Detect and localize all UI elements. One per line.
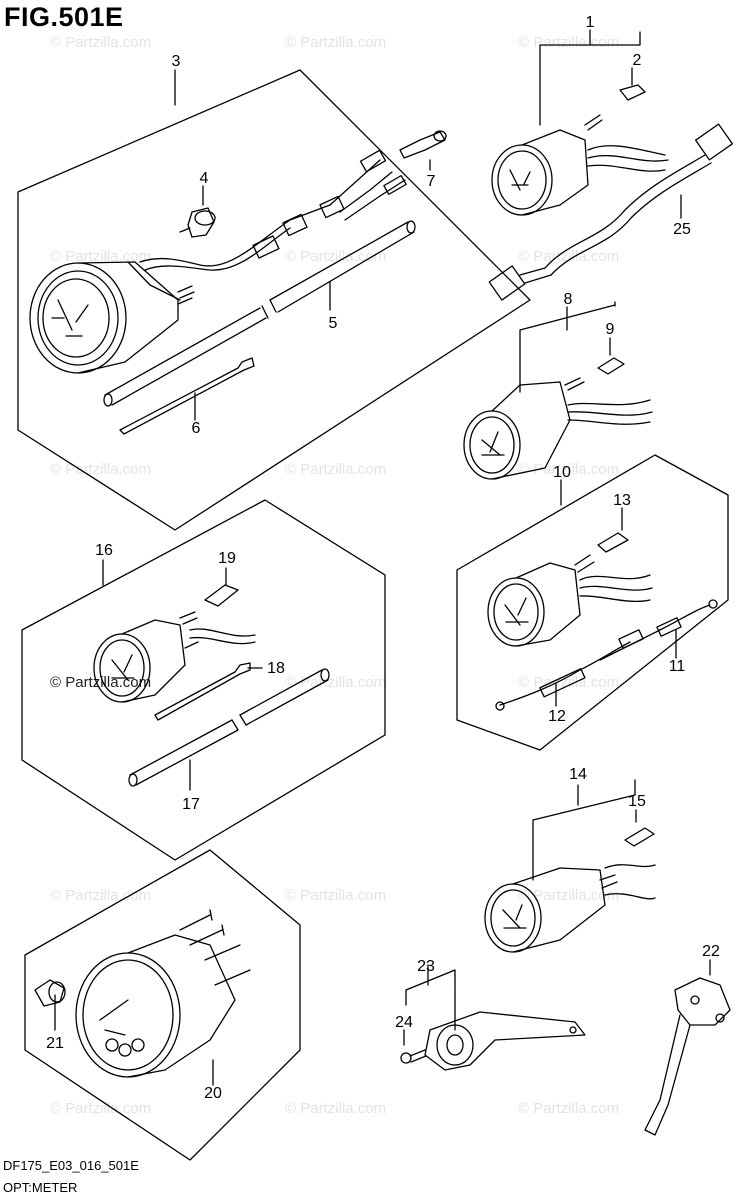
callout-5: 5 (329, 315, 338, 332)
figure-code: DF175_E03_016_501E (3, 1158, 139, 1173)
watermark: © Partzilla.com (285, 34, 387, 51)
group-box-10 (456, 454, 729, 751)
callout-24: 24 (395, 1014, 413, 1031)
callout-2: 2 (633, 52, 642, 69)
watermark: © Partzilla.com (285, 461, 387, 478)
cable-tie-6 (119, 357, 255, 435)
group-box-3 (17, 69, 531, 531)
callout-7: 7 (427, 173, 436, 190)
watermark: © Partzilla.com (518, 1100, 620, 1117)
watermark: © Partzilla.com (50, 1100, 152, 1117)
watermark: © Partzilla.com (50, 248, 152, 265)
callout-25: 25 (673, 221, 691, 238)
callout-6: 6 (192, 420, 201, 437)
watermark: © Partzilla.com (50, 887, 152, 904)
callout-4: 4 (200, 170, 209, 187)
harness-25 (488, 123, 734, 301)
wire-11 (599, 599, 718, 661)
callout-18: 18 (267, 660, 285, 677)
callout-9: 9 (606, 321, 615, 338)
watermark: © Partzilla.com (518, 248, 620, 265)
bracket-14 (532, 779, 636, 881)
watermark: © Partzilla.com (285, 887, 387, 904)
watermark: © Partzilla.com (285, 674, 387, 691)
callout-17: 17 (182, 796, 200, 813)
mount-23 (424, 1011, 586, 1071)
watermark: © Partzilla.com (285, 1100, 387, 1117)
bulb-4 (179, 207, 216, 238)
callout-13: 13 (613, 492, 631, 509)
bracket-23 (405, 969, 456, 1031)
tube-5 (103, 220, 416, 407)
watermark: © Partzilla.com (518, 461, 620, 478)
callout-15: 15 (628, 793, 646, 810)
meter-8 (463, 357, 653, 480)
figure-name: OPT:METER (3, 1180, 78, 1195)
figure-title: FIG.501E (4, 2, 124, 32)
callout-21: 21 (46, 1035, 64, 1052)
watermark: © Partzilla.com (285, 248, 387, 265)
bulb-21 (34, 979, 66, 1007)
cable-tie-18 (154, 662, 251, 721)
callout-10: 10 (553, 464, 571, 481)
connector-7 (399, 130, 447, 159)
meter-10 (487, 532, 653, 647)
tube-17 (128, 668, 330, 787)
watermark: © Partzilla.com (50, 34, 152, 51)
callout-16: 16 (95, 542, 113, 559)
screw-24 (400, 1049, 427, 1064)
callout-3: 3 (172, 53, 181, 70)
meter-16 (93, 584, 256, 703)
wire-12 (495, 629, 644, 711)
callout-23: 23 (417, 958, 435, 975)
watermark: © Partzilla.com (518, 887, 620, 904)
meter-14 (484, 827, 656, 953)
watermark: © Partzilla.com (50, 461, 152, 478)
group-box-16 (21, 499, 386, 861)
bracket-1 (539, 31, 641, 126)
callout-20: 20 (204, 1085, 222, 1102)
callout-12: 12 (548, 708, 566, 725)
callout-1: 1 (586, 14, 595, 31)
group-box-20 (24, 849, 301, 1161)
meter-3 (29, 149, 407, 374)
bracket-22 (644, 977, 731, 1136)
meter-1 (491, 84, 669, 216)
callout-19: 19 (218, 550, 236, 567)
meter-20 (75, 909, 251, 1078)
callout-8: 8 (564, 291, 573, 308)
watermark: © Partzilla.com (518, 34, 620, 51)
callout-14: 14 (569, 766, 587, 783)
callout-22: 22 (702, 943, 720, 960)
callout-11: 11 (669, 658, 686, 675)
